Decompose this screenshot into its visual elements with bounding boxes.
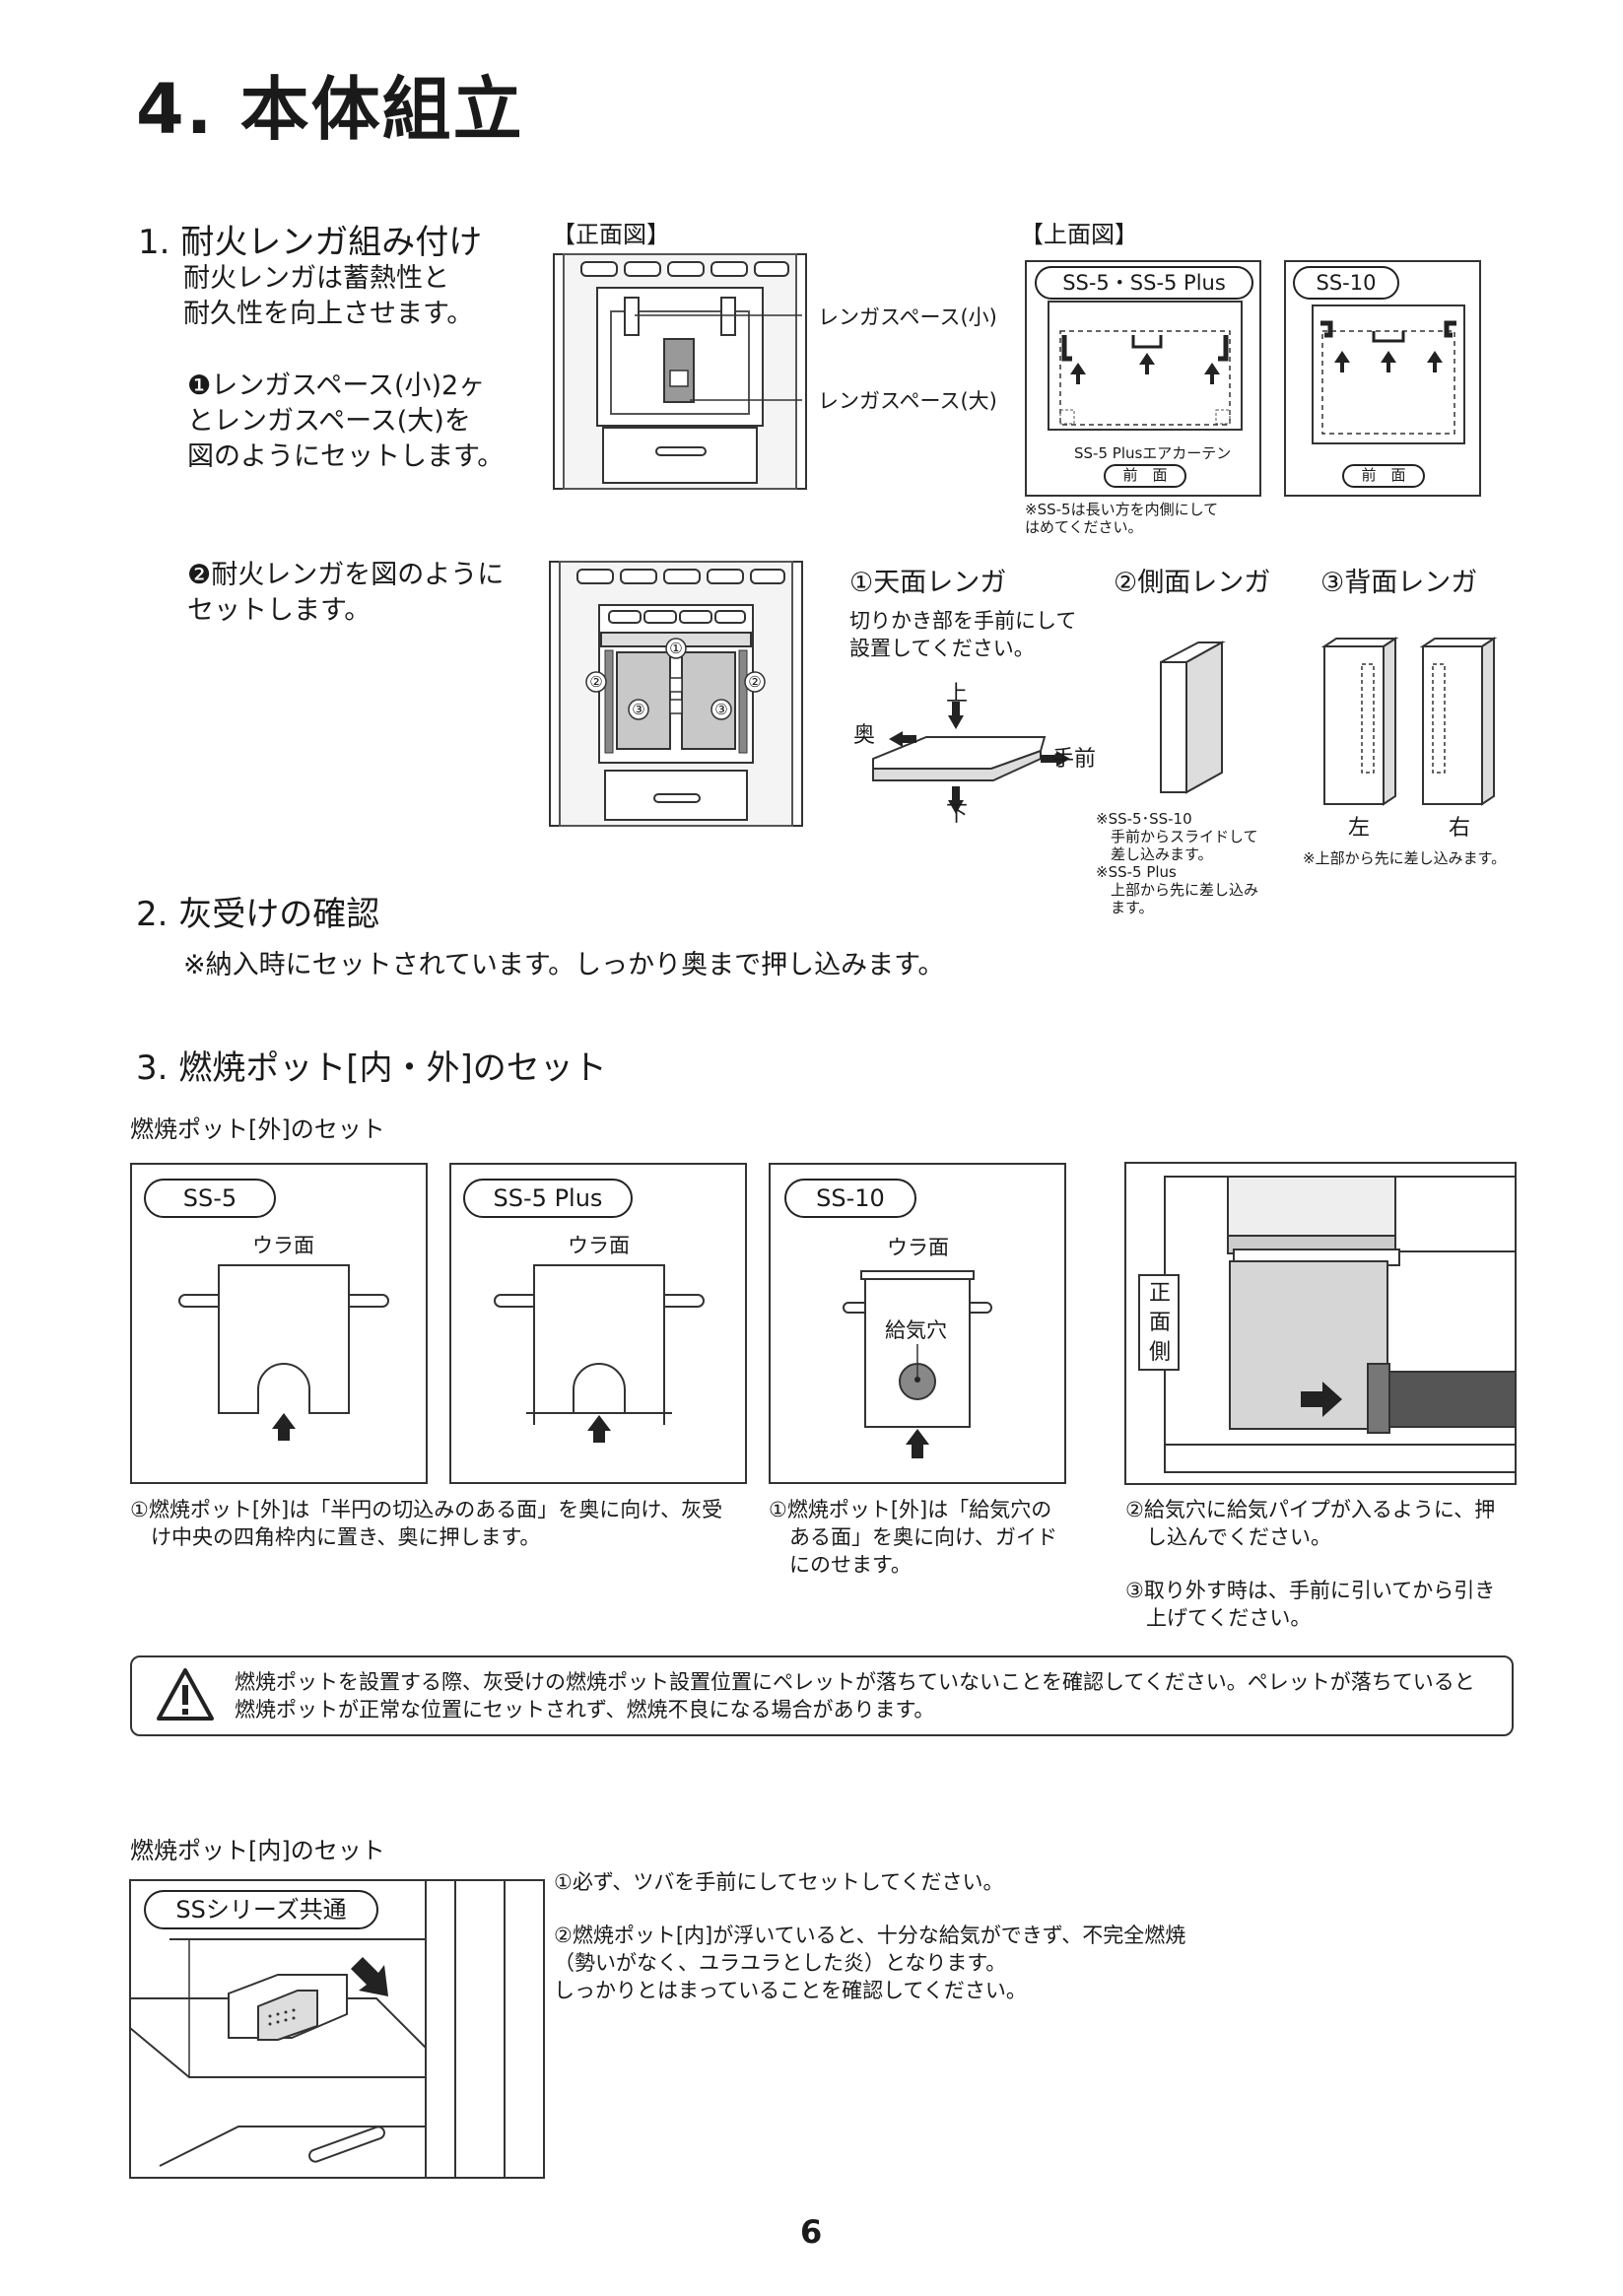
warning-text: 燃焼ポットを設置する際、灰受けの燃焼ポット設置位置にペレットが落ちていないことを…: [235, 1670, 1475, 1722]
pill-ss5plus: SS-5 Plus: [463, 1179, 633, 1218]
inner-pot-diagram: [129, 1879, 545, 2179]
dir-front: 手前: [1052, 747, 1097, 772]
dir-up: 上: [946, 682, 969, 707]
top-view-ss5-diagram: [1048, 301, 1243, 431]
section3-heading: 3. 燃焼ポット[内・外]のセット: [136, 1048, 607, 1088]
marker-side-brick-left: ②: [589, 673, 603, 691]
outer-pot-ss10: [843, 1270, 992, 1458]
caption-outer-1: ①燃焼ポット[外]は「半円の切込みのある面」を奥に向け、灰受 け中央の四角枠内に…: [130, 1498, 723, 1549]
warning-icon: [157, 1668, 214, 1721]
brick-side-note: ※SS-5･SS-10 手前からスライドして 差し込みます。 ※SS-5 Plu…: [1096, 810, 1259, 916]
brick-side-title: ②側面レンガ: [1114, 568, 1271, 598]
front-label-ss10: 前 面: [1342, 464, 1425, 488]
step1-text: ❶レンガスペース(小)2ヶ とレンガスペース(大)を 図のようにセットします。: [187, 371, 505, 472]
brick-top-desc: 切りかき部を手前にして 設置してください。: [849, 609, 1077, 660]
pot-insertion-diagram: [1124, 1162, 1517, 1485]
outer-pot-heading: 燃焼ポット[外]のセット: [130, 1115, 385, 1143]
caption-outer-3: ②給気穴に給気パイプが入るように、押 し込んでください。: [1125, 1498, 1496, 1549]
side-brick-diagram: [1160, 641, 1226, 794]
inner-pot-text-2: ②燃焼ポット[内]が浮いていると、十分な給気ができず、不完全燃焼 （勢いがなく、…: [554, 1924, 1186, 2002]
step2-text: ❷耐火レンガを図のように セットします。: [187, 560, 505, 626]
air-curtain-label: SS-5 Plusエアカーテン: [1074, 444, 1232, 462]
air-hole-label: 給気穴: [885, 1317, 947, 1344]
brick-top-title: ①天面レンガ: [849, 568, 1007, 598]
back-brick-diagram: [1320, 637, 1498, 806]
caption-outer-2: ①燃焼ポット[外]は「給気穴の ある面」を奥に向け、ガイド にのせます。: [769, 1498, 1057, 1577]
back-side-label-ss10: ウラ面: [887, 1236, 949, 1259]
page-number: 6: [800, 2213, 823, 2251]
top-brick-diagram: [872, 702, 1070, 814]
pill-ss5: SS-5: [144, 1179, 276, 1218]
label-right: 右: [1449, 816, 1471, 841]
brick-placement-diagram: [549, 561, 803, 827]
label-brick-space-small: レンガスペース(小): [818, 305, 997, 329]
top-view-ss10-diagram: [1312, 304, 1465, 444]
top-view-label: 【上面図】: [1020, 221, 1138, 248]
pill-ss5-ss5plus: SS-5・SS-5 Plus: [1035, 266, 1253, 300]
front-view-diagram: [553, 253, 807, 490]
caption-outer-4: ③取り外す時は、手前に引いてから引き 上げてください。: [1125, 1579, 1496, 1630]
dir-back: 奥: [853, 723, 876, 748]
section1-heading: 1. 耐火レンガ組み付け: [138, 223, 483, 262]
outer-pot-ss5: [178, 1264, 389, 1441]
pill-ss10-top: SS-10: [1293, 266, 1399, 300]
front-label-ss5: 前 面: [1104, 464, 1186, 488]
section2-heading: 2. 灰受けの確認: [136, 895, 380, 934]
marker-back-brick-left: ③: [632, 701, 645, 718]
dir-down: 下: [946, 802, 969, 827]
label-brick-space-large: レンガスペース(大): [818, 389, 997, 413]
label-left: 左: [1348, 816, 1371, 841]
back-side-label-ss5: ウラ面: [252, 1234, 314, 1257]
front-side-label: 正 面 側: [1148, 1281, 1171, 1365]
marker-back-brick-right: ③: [714, 701, 728, 718]
section1-desc: 耐火レンガは蓄熱性と 耐久性を向上させます。: [183, 263, 474, 329]
marker-top-brick: ①: [669, 640, 683, 657]
pill-ss10: SS-10: [784, 1179, 916, 1218]
marker-side-brick-right: ②: [748, 673, 762, 691]
pill-ss-series: SSシリーズ共通: [144, 1890, 378, 1929]
page-title: 4. 本体組立: [136, 69, 524, 150]
note-ss5: ※SS-5は長い方を内側にして はめてください。: [1025, 501, 1219, 536]
outer-pot-ss5plus: [494, 1264, 705, 1443]
inner-pot-text-1: ①必ず、ツバを手前にしてセットしてください。: [554, 1870, 1004, 1894]
brick-back-title: ③背面レンガ: [1320, 568, 1478, 598]
front-view-label: 【正面図】: [552, 221, 670, 248]
warning-box: [130, 1655, 1514, 1736]
brick-back-note: ※上部から先に差し込みます。: [1303, 849, 1507, 867]
inner-pot-heading: 燃焼ポット[内]のセット: [130, 1837, 385, 1864]
section2-note: ※納入時にセットされています。しっかり奥まで押し込みます。: [183, 950, 945, 980]
back-side-label-ss5plus: ウラ面: [568, 1234, 630, 1257]
